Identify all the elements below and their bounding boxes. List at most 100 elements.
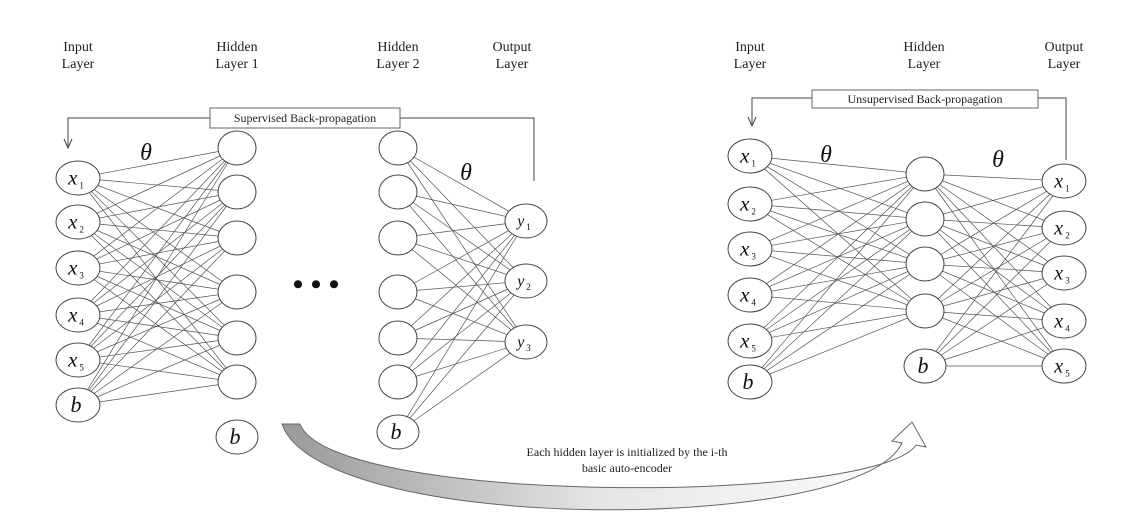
edge-h25-out0: [397, 220, 527, 383]
right-edges: [749, 155, 1065, 383]
edge-rh1-rout0: [924, 180, 1065, 220]
left-output-header-line1: Output: [493, 40, 532, 55]
edge-in4-h13: [77, 291, 238, 361]
right-backprop-box: [811, 89, 1039, 109]
right-hidden-node-1: [905, 156, 945, 192]
edge-in4-h10: [77, 147, 238, 361]
edge-rh3-rout4: [924, 310, 1065, 367]
left-input-node-1-circle: [55, 160, 101, 196]
edge-in1-h15: [77, 221, 238, 383]
left-hidden2-node-4-circle: [378, 274, 418, 310]
left-hidden1-bias-node: b: [215, 419, 259, 455]
edge-h22-out0: [397, 220, 527, 239]
supervised-network: Input Layer Hidden Layer 1 Hidden Layer …: [55, 40, 548, 455]
right-input-bias-node: b: [727, 364, 773, 400]
left-hidden1-node-6: [217, 364, 257, 400]
initialization-arrow: [281, 421, 927, 511]
edge-rin5-rh0: [749, 173, 926, 383]
edge-h25-out1: [397, 280, 527, 383]
edge-rin3-rh3: [749, 294, 926, 312]
edge-rh1-rout3: [924, 218, 1065, 322]
curved-arrow: [281, 421, 927, 511]
edge-in5-h13: [77, 291, 238, 406]
right-output-node-1-circle: [1041, 163, 1087, 199]
edge-rin3-rh0: [749, 173, 926, 296]
right-output-node-5-circle: [1041, 348, 1087, 384]
right-output-header-line1: Output: [1045, 40, 1084, 55]
edge-rin4-rh2: [749, 263, 926, 342]
right-input-node-1-circle: [727, 138, 773, 174]
right-output-header-line2: Layer: [1048, 57, 1081, 72]
edge-in5-h12: [77, 237, 238, 406]
right-input-header-line2: Layer: [734, 57, 767, 72]
left-hidden1-node-1: [217, 130, 257, 166]
right-theta-1: θ: [820, 142, 832, 168]
right-output-node-4-circle: [1041, 303, 1087, 339]
edge-rin5-rh2: [749, 263, 926, 383]
edge-h26-out2: [397, 341, 527, 433]
left-backprop-arrowhead: [63, 138, 73, 150]
edge-rh0-rout3: [924, 173, 1065, 322]
edge-h21-out1: [397, 191, 527, 282]
left-hidden1-node-4-circle: [217, 274, 257, 310]
right-hidden-node-3-circle: [905, 246, 945, 282]
edge-in4-h15: [77, 359, 238, 383]
edge-in3-h10: [77, 147, 238, 316]
edge-in2-h10: [77, 147, 238, 269]
edge-in3-h14: [77, 314, 238, 339]
left-theta-1: θ: [140, 140, 152, 166]
right-hidden-node-4-circle: [905, 293, 945, 329]
left-hidden1-node-5-circle: [217, 320, 257, 356]
left-hidden2-header-line1: Hidden: [377, 40, 418, 55]
edge-rh3-rout0: [924, 180, 1065, 312]
edge-rh2-rout2: [924, 263, 1065, 274]
right-hidden-header-line2: Layer: [908, 57, 941, 72]
left-output-header-line2: Layer: [496, 57, 529, 72]
edge-rin5-rh3: [749, 310, 926, 383]
left-hidden2-node-6-circle: [378, 364, 418, 400]
left-input-header-line1: Input: [63, 40, 93, 55]
edge-rh0-rout1: [924, 173, 1065, 229]
left-input-bias-node-label: b: [71, 392, 82, 417]
right-hidden-node-1-circle: [905, 156, 945, 192]
edge-rin3-rh1: [749, 218, 926, 296]
left-input-header-line2: Layer: [62, 57, 95, 72]
edge-h22-out2: [397, 237, 527, 343]
edge-rh4-rout2: [924, 272, 1065, 367]
edge-in1-h13: [77, 221, 238, 293]
left-output-node-3-circle: [504, 324, 548, 360]
left-output-node-1-circle: [504, 203, 548, 239]
edge-rh4-rout1: [924, 227, 1065, 367]
left-edges: [77, 147, 527, 433]
edge-in0-h10: [77, 147, 238, 179]
edge-rh2-rout0: [924, 180, 1065, 265]
left-hidden1-bias-node-circle: [215, 419, 259, 455]
left-output-node-2-circle: [504, 263, 548, 299]
left-input-node-4-circle: [55, 297, 101, 333]
edge-in2-h12: [77, 237, 238, 269]
left-hidden2-node-4: [378, 274, 418, 310]
